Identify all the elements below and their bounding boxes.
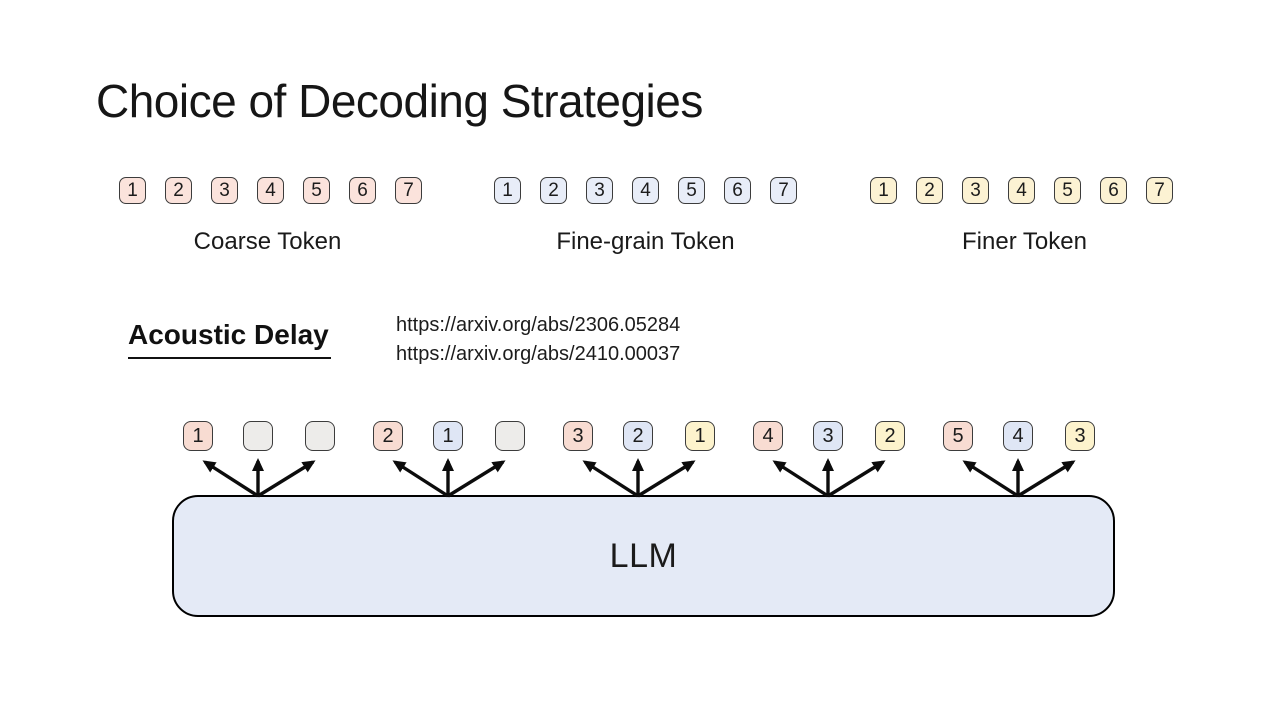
token-box: 1: [494, 177, 521, 204]
finer-token-label: Finer Token: [962, 228, 1087, 255]
token-box: 2: [916, 177, 943, 204]
delay-cell: 1: [685, 421, 715, 451]
coarse-token-label: Coarse Token: [193, 228, 342, 255]
delay-cell: 1: [433, 421, 463, 451]
arrow-group-3: [582, 458, 696, 498]
delay-cell: 2: [623, 421, 653, 451]
token-box: 3: [586, 177, 613, 204]
llm-label: LLM: [609, 536, 678, 575]
token-box: 5: [1054, 177, 1081, 204]
arxiv-link-1[interactable]: https://arxiv.org/abs/2306.05284: [396, 314, 681, 336]
arrow-group-2: [392, 458, 506, 498]
token-box: 6: [724, 177, 751, 204]
delay-cell: 5: [943, 421, 973, 451]
token-box: 6: [349, 177, 376, 204]
delay-cell: 4: [753, 421, 783, 451]
token-box: 2: [540, 177, 567, 204]
token-box: 7: [770, 177, 797, 204]
token-box: 4: [632, 177, 659, 204]
finer-token-row: 1 2 3 4 5 6 7: [870, 177, 1173, 204]
token-box: 1: [870, 177, 897, 204]
acoustic-delay-heading: Acoustic Delay: [128, 319, 331, 359]
coarse-token-row: 1 2 3 4 5 6 7: [119, 177, 422, 204]
arrow-group-1: [202, 458, 316, 498]
delay-cell: 3: [563, 421, 593, 451]
delay-cell: 3: [1065, 421, 1095, 451]
slide-title: Choice of Decoding Strategies: [96, 75, 703, 127]
token-box: 7: [1146, 177, 1173, 204]
token-box: 4: [1008, 177, 1035, 204]
delay-cell: 3: [813, 421, 843, 451]
token-box: 6: [1100, 177, 1127, 204]
delay-cell: [495, 421, 525, 451]
delay-cell: 2: [373, 421, 403, 451]
token-box: 1: [119, 177, 146, 204]
delay-cell: 1: [183, 421, 213, 451]
fine-grain-token-label: Fine-grain Token: [556, 228, 735, 255]
fine-grain-token-row: 1 2 3 4 5 6 7: [494, 177, 797, 204]
arxiv-links: https://arxiv.org/abs/2306.05284 https:/…: [396, 311, 680, 368]
token-box: 3: [211, 177, 238, 204]
llm-box: LLM: [172, 495, 1115, 617]
arrow-group-4: [772, 458, 886, 498]
token-box: 3: [962, 177, 989, 204]
token-box: 5: [303, 177, 330, 204]
delay-cell: [243, 421, 273, 451]
arxiv-link-2[interactable]: https://arxiv.org/abs/2410.00037: [396, 342, 681, 365]
delay-cell: [305, 421, 335, 451]
delay-cell: 4: [1003, 421, 1033, 451]
delay-cell: 2: [875, 421, 905, 451]
token-box: 7: [395, 177, 422, 204]
token-box: 4: [257, 177, 284, 204]
token-box: 5: [678, 177, 705, 204]
arrow-group-5: [962, 458, 1076, 498]
token-box: 2: [165, 177, 192, 204]
